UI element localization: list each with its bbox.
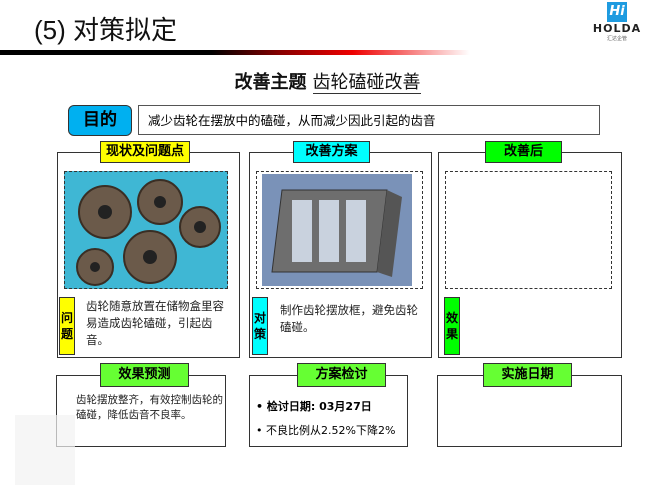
- after-photo-placeholder: [445, 171, 612, 289]
- rack-photo-frame: [256, 171, 423, 289]
- gears-photo: [64, 171, 228, 289]
- logo-icon: Hi: [607, 2, 627, 22]
- tab-effect-forecast: 效果预测: [100, 363, 189, 387]
- tab-after-improvement: 改善后: [485, 141, 562, 163]
- after-improvement-panel: [438, 152, 622, 358]
- gears-image-icon: [76, 179, 221, 286]
- theme-label: 改善主题: [234, 72, 307, 93]
- theme-heading: 改善主题齿轮磕碰改善: [0, 68, 655, 94]
- tab-improvement-plan: 改善方案: [293, 141, 370, 163]
- logo-name: HOLDA: [592, 22, 642, 35]
- tab-plan-review: 方案检讨: [297, 363, 386, 387]
- review-date-bullet: • 检讨日期: 03月27日: [256, 400, 372, 413]
- implementation-date-panel: [437, 375, 622, 447]
- page-title: (5) 对策拟定: [34, 15, 178, 45]
- countermeasure-label: 对策: [252, 297, 268, 355]
- title-divider: [0, 50, 470, 55]
- tab-implementation-date: 实施日期: [483, 363, 572, 387]
- logo-sub: 汇达企管: [606, 36, 627, 42]
- goal-label: 目的: [68, 105, 132, 136]
- goal-text: 减少齿轮在摆放中的磕碰，从而减少因此引起的齿音: [138, 105, 600, 135]
- defect-rate-bullet: • 不良比例从2.52%下降2%: [256, 424, 396, 437]
- review-date: 检讨日期: 03月27日: [266, 400, 372, 413]
- theme-value: 齿轮磕碰改善: [312, 72, 421, 94]
- watermark-logo: [15, 415, 75, 485]
- defect-rate: 不良比例从2.52%下降2%: [266, 424, 396, 437]
- problem-label: 问题: [59, 297, 75, 355]
- tab-current-state: 现状及问题点: [100, 141, 190, 163]
- problem-text: 齿轮随意放置在储物盒里容易造成齿轮磕碰，引起齿音。: [86, 299, 224, 347]
- rack-image-icon: [262, 174, 412, 286]
- countermeasure-text: 制作齿轮摆放框，避免齿轮磕碰。: [280, 303, 418, 334]
- effect-label: 效果: [444, 297, 460, 355]
- logo: Hi HOLDA 汇达企管: [586, 2, 648, 46]
- effect-forecast-text: 齿轮摆放整齐，有效控制齿轮的磕碰，降低齿音不良率。: [76, 394, 223, 421]
